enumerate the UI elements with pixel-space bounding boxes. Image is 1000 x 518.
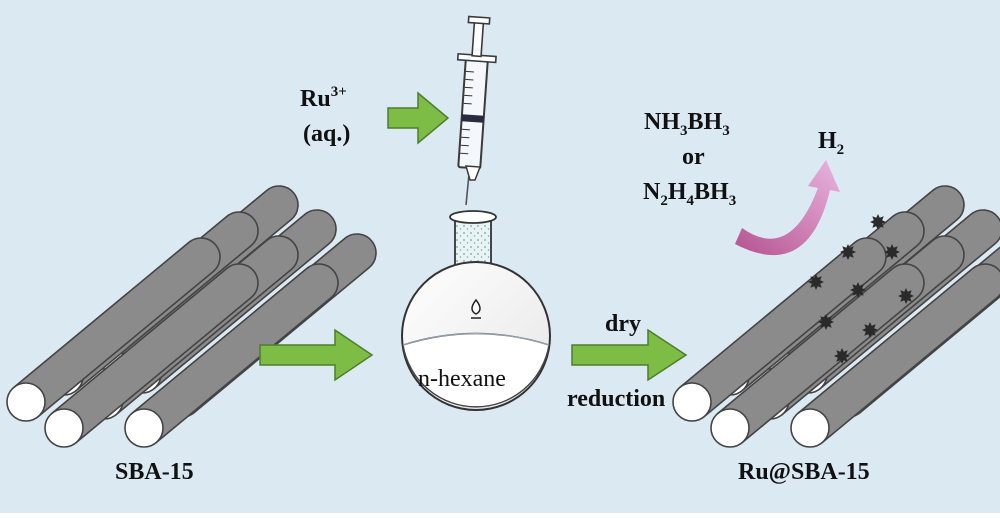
ru-nanoparticle-icon xyxy=(870,214,886,230)
pore-opening xyxy=(44,408,84,448)
reduction-label: reduction xyxy=(567,386,665,412)
silica-rod xyxy=(130,263,339,444)
aqueous-label: (aq.) xyxy=(303,121,350,147)
pore-opening xyxy=(710,408,750,448)
dry-label: dry xyxy=(605,311,641,337)
pore-opening xyxy=(124,408,164,448)
silica-rod xyxy=(12,237,221,418)
ru-nanoparticle-icon xyxy=(840,244,856,260)
h2-label: H2 xyxy=(818,128,844,158)
solvent-label: n-hexane xyxy=(418,366,506,392)
pore-opening xyxy=(6,382,46,422)
sba15-rod-bundle xyxy=(6,185,377,448)
ru-nanoparticle-icon xyxy=(898,288,914,304)
green-arrow-reaction-icon xyxy=(571,328,688,382)
ru-sba15-rod-bundle xyxy=(672,185,1000,448)
green-arrow-right-icon xyxy=(259,328,374,382)
ru-nanoparticle-icon xyxy=(862,322,878,338)
ru-nanoparticle-icon xyxy=(818,314,834,330)
ru-nanoparticle-icon xyxy=(850,282,866,298)
hydrazine-borane-label: N2H4BH3 xyxy=(643,179,736,209)
ru-ion-label: Ru3+ xyxy=(300,84,347,112)
pore-opening xyxy=(790,408,830,448)
silica-rod xyxy=(50,263,259,444)
ammonia-borane-label: NH3BH3 xyxy=(644,109,730,139)
ru-nanoparticle-icon xyxy=(884,244,900,260)
h2-release-arrow-icon xyxy=(735,160,840,256)
ru-nanoparticles xyxy=(808,214,914,364)
or-label: or xyxy=(682,144,705,170)
silica-rod xyxy=(796,263,1000,444)
ru-nanoparticle-icon xyxy=(808,274,824,290)
syringe-icon xyxy=(456,15,497,206)
green-arrow-ru-feed-icon xyxy=(387,91,450,145)
silica-rod xyxy=(678,237,887,418)
round-bottom-flask-icon xyxy=(401,210,551,411)
ru-sba15-label: Ru@SBA-15 xyxy=(738,459,870,485)
silica-rod xyxy=(716,263,925,444)
pore-opening xyxy=(672,382,712,422)
sba15-label: SBA-15 xyxy=(115,459,194,485)
ru-nanoparticle-icon xyxy=(834,348,850,364)
